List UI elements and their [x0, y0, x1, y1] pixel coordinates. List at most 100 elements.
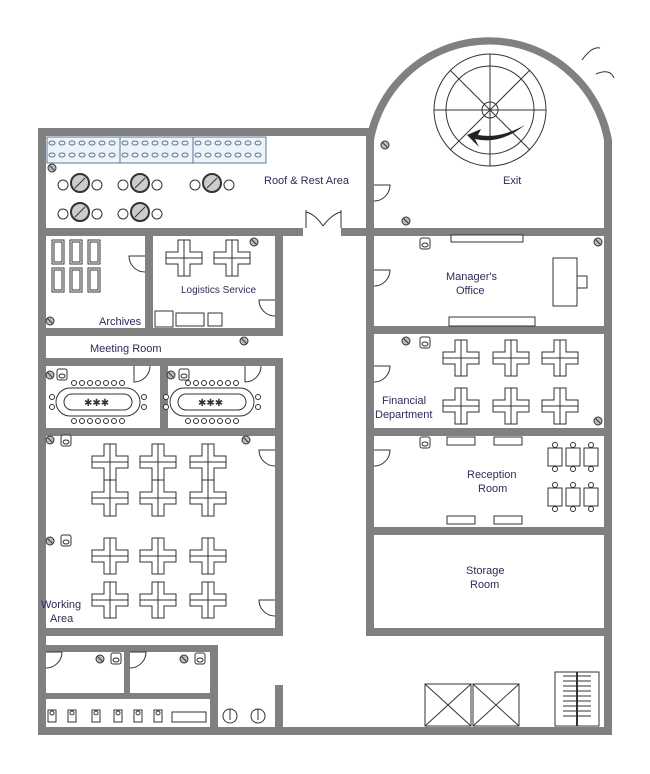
workstation-cluster	[139, 479, 177, 517]
round-table-with-chairs	[117, 173, 163, 193]
filing-cabinet	[87, 267, 101, 293]
staircase	[554, 671, 600, 727]
exit-double-door	[581, 47, 615, 79]
elevator-icon	[424, 683, 472, 727]
label-exit: Exit	[503, 175, 521, 187]
round-table-with-chairs	[189, 173, 235, 193]
table-with-chairs	[565, 442, 581, 472]
filing-cabinet	[69, 239, 83, 265]
column-icon	[45, 370, 55, 380]
workstation-cluster	[91, 537, 129, 575]
column-icon	[239, 336, 249, 346]
plant-icon	[250, 708, 266, 724]
outer-wall-bottom	[38, 727, 612, 735]
elevator-icon	[472, 683, 520, 727]
planter-icon	[192, 136, 267, 164]
table-with-chairs	[583, 442, 599, 472]
column-icon	[45, 435, 55, 445]
table-with-chairs	[547, 482, 563, 512]
round-table-with-chairs	[117, 202, 163, 222]
label-archives: Archives	[99, 316, 142, 328]
room-labels: Roof & Rest Area Exit Archives Logistics…	[41, 175, 521, 625]
column-icon	[45, 536, 55, 546]
wall-working-top	[38, 428, 283, 436]
workstation-cluster	[442, 339, 480, 377]
svg-text:✱✱✱: ✱✱✱	[198, 398, 223, 409]
table-with-chairs	[583, 482, 599, 512]
manager-desk	[552, 257, 588, 307]
label-meeting: Meeting Room	[90, 343, 162, 355]
label-working-2: Area	[50, 613, 74, 625]
workstation-cluster	[139, 581, 177, 619]
toilet-icon	[153, 709, 163, 723]
toilet-icon	[67, 709, 77, 723]
column-icon	[401, 216, 411, 226]
table-with-chairs	[565, 482, 581, 512]
wall-logistics-right	[275, 236, 283, 336]
workstation-cluster	[492, 339, 530, 377]
filing-cabinet	[87, 239, 101, 265]
wall-roof-bottom-b	[341, 228, 374, 236]
wall-archives-bottom	[38, 328, 283, 336]
wall-archives-right	[145, 236, 153, 332]
manager-office-door	[373, 269, 391, 287]
wall-roof-bottom-a	[38, 228, 303, 236]
logistics-equipment	[154, 310, 223, 328]
archives-door	[128, 255, 146, 273]
wall-financial-bottom	[366, 428, 612, 436]
restroom-door-2	[129, 651, 147, 669]
logistics-door	[258, 299, 276, 317]
conference-table: ✱✱✱	[49, 380, 147, 424]
wall-storage-bottom	[366, 628, 612, 636]
workstation-cluster	[541, 339, 579, 377]
filing-cabinet	[51, 239, 65, 265]
bin-icon	[178, 368, 190, 381]
label-reception-2: Room	[478, 483, 507, 495]
label-logistics: Logistics Service	[181, 285, 256, 296]
label-financial-2: Department	[375, 409, 432, 421]
exit-door	[373, 184, 391, 202]
workstation-cluster	[139, 537, 177, 575]
plant-icon	[222, 708, 238, 724]
workstation-cluster	[189, 443, 227, 481]
sofa	[493, 515, 523, 525]
financial-door	[373, 365, 391, 383]
spiral-staircase	[433, 53, 547, 167]
column-icon	[380, 140, 390, 150]
workstation-cluster	[91, 581, 129, 619]
label-storage-1: Storage	[466, 565, 505, 577]
column-icon	[593, 237, 603, 247]
workstation-cluster	[492, 387, 530, 425]
round-table-with-chairs	[57, 202, 103, 222]
workstation-cluster	[189, 479, 227, 517]
sofa	[493, 436, 523, 446]
wall-restroom-inner	[38, 693, 218, 699]
working-area-door	[258, 449, 276, 467]
round-table-with-chairs	[57, 173, 103, 193]
roof-double-door	[305, 210, 342, 228]
shelf	[450, 234, 524, 243]
column-icon	[166, 370, 176, 380]
label-manager-2: Office	[456, 285, 485, 297]
workstation-cluster	[91, 443, 129, 481]
label-working-1: Working	[41, 599, 81, 611]
workstation-cluster	[541, 387, 579, 425]
sofa	[446, 436, 476, 446]
column-icon	[249, 237, 259, 247]
bin-icon	[56, 368, 68, 381]
sofa	[446, 515, 476, 525]
wall-exit-bottom	[366, 228, 612, 236]
furniture: ✱✱✱ ✱✱✱	[45, 47, 615, 727]
svg-text:✱✱✱: ✱✱✱	[84, 398, 109, 409]
filing-cabinet	[51, 267, 65, 293]
wall-working-bottom	[38, 628, 283, 636]
bin-icon	[419, 336, 431, 349]
column-icon	[401, 336, 411, 346]
wall-bottom-stub	[275, 685, 283, 727]
sinks	[171, 711, 207, 723]
conference-table: ✱✱✱	[163, 380, 261, 424]
planter-icon	[46, 136, 121, 164]
meeting-room-1-door	[133, 365, 151, 383]
label-roof: Roof & Rest Area	[264, 175, 350, 187]
